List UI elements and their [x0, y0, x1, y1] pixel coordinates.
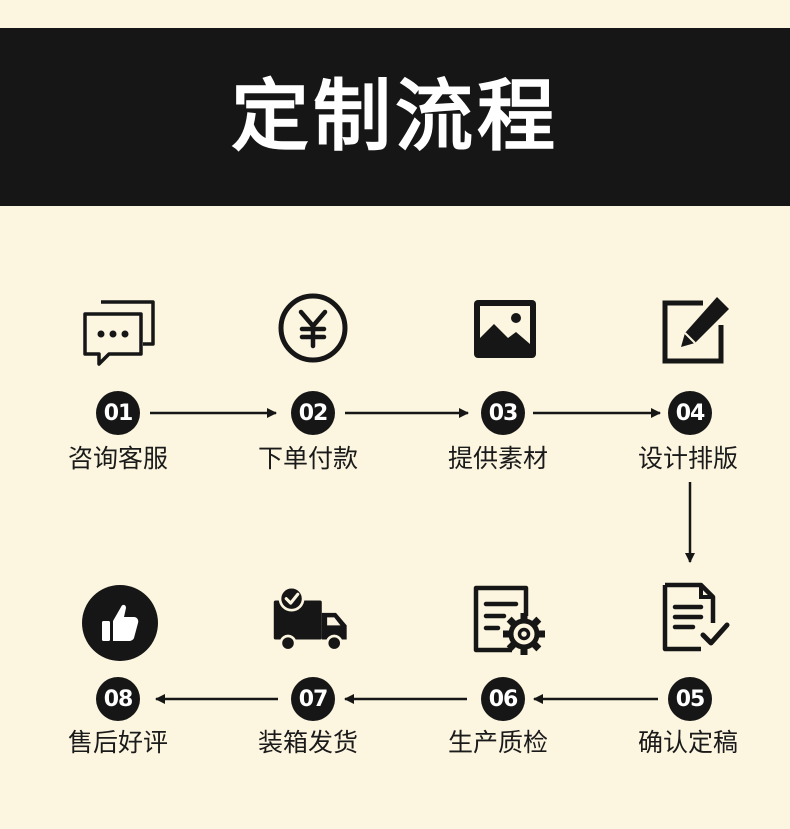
step-label: 下单付款 [257, 444, 358, 473]
chat-bubbles-icon [79, 292, 159, 372]
step-number: 05 [668, 677, 712, 721]
step-number: 08 [96, 677, 140, 721]
title-banner: 定制流程 [0, 28, 790, 206]
document-check-icon [655, 579, 735, 659]
step-label: 装箱发货 [257, 728, 358, 757]
step-number: 06 [481, 677, 525, 721]
image-icon [464, 290, 544, 370]
step-label: 设计排版 [637, 444, 738, 473]
step-label: 售后好评 [67, 728, 168, 757]
step-number: 04 [668, 391, 712, 435]
delivery-truck-icon [272, 580, 352, 660]
thumbs-up-icon [80, 583, 160, 663]
step-label: 生产质检 [447, 728, 548, 757]
step-label: 提供素材 [447, 444, 548, 473]
step-number: 01 [96, 391, 140, 435]
yen-coin-icon [273, 288, 353, 368]
step-label: 咨询客服 [67, 444, 168, 473]
step-number: 07 [291, 677, 335, 721]
edit-pencil-icon [655, 293, 735, 373]
document-gear-icon [468, 580, 548, 660]
step-number: 02 [291, 391, 335, 435]
page-title: 定制流程 [230, 72, 559, 162]
step-label: 确认定稿 [637, 728, 738, 757]
step-number: 03 [481, 391, 525, 435]
